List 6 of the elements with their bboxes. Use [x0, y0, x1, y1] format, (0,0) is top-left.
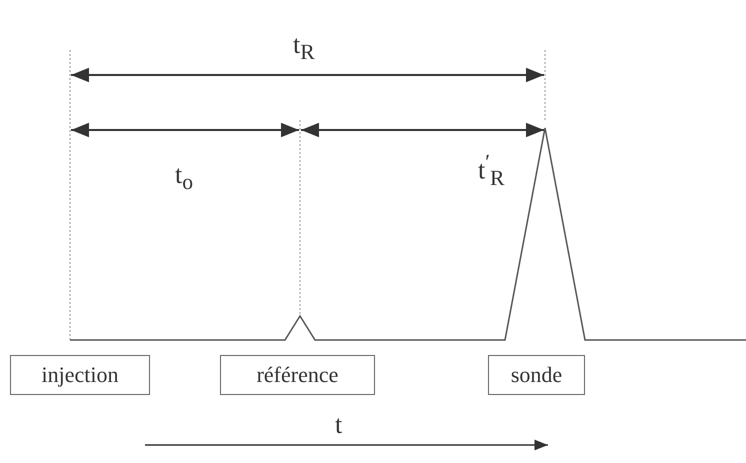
- dimension-label: t$_{R}$: [293, 30, 315, 66]
- dimension-label: t$_{o}$: [175, 160, 194, 196]
- label-box: injection: [10, 355, 150, 395]
- label-box: référence: [220, 355, 375, 395]
- axis-label: t: [335, 410, 342, 440]
- label-box: sonde: [488, 355, 585, 395]
